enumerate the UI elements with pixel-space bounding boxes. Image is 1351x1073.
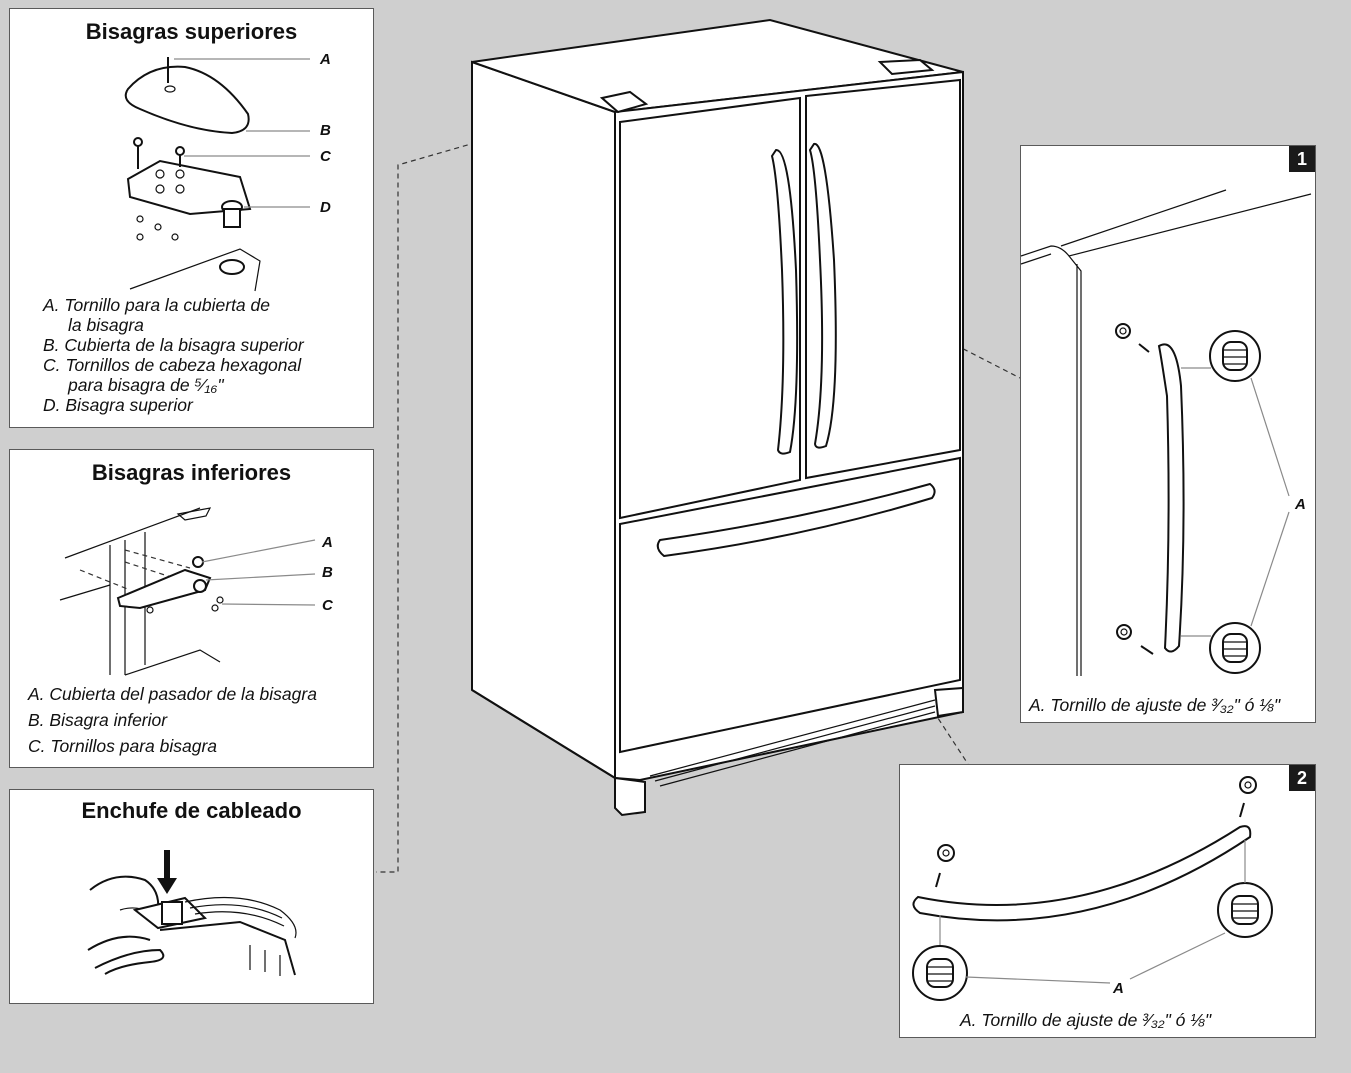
legend-item-c: C. Tornillos para bisagra: [28, 736, 218, 756]
detail-2-caption: A. Tornillo de ajuste de ³⁄₃₂" ó ⅛": [960, 1010, 1212, 1030]
top-callout-b: B: [320, 122, 331, 139]
legend-item-a: A. Tornillo para la cubierta de: [43, 295, 270, 315]
legend-item-d: D. Bisagra superior: [43, 395, 193, 415]
wiring-title: Enchufe de cableado: [81, 798, 302, 823]
drawer-handle-detail: [912, 776, 1273, 1001]
top-hinges-legend: A. Tornillo para la cubierta de la bisag…: [43, 295, 304, 415]
top-hinges-panel: Bisagras superiores A B C D: [9, 8, 374, 428]
bottom-hinges-legend: A. Cubierta del pasador de la bisagra B.…: [28, 681, 317, 759]
bottom-callout-a: A: [322, 534, 333, 551]
legend-item-a-cont: la bisagra: [68, 315, 144, 335]
top-hinges-title: Bisagras superiores: [85, 19, 298, 44]
detail-1-panel: 1 A A. Tornillo de ajuste de ³⁄₃₂" ó ⅛": [1020, 145, 1316, 723]
detail-1-caption: A. Tornillo de ajuste de ³⁄₃₂" ó ⅛": [1029, 695, 1281, 715]
step-1-badge: 1: [1289, 146, 1315, 172]
legend-item-b: B. Bisagra inferior: [28, 710, 168, 730]
detail-2-panel: 2 A A. Tornillo de ajuste de ³⁄₃₂" ó ⅛": [899, 764, 1316, 1038]
door-handle-detail: [1020, 189, 1312, 676]
legend-item-a: A. Cubierta del pasador de la bisagra: [28, 684, 317, 704]
bottom-callout-b: B: [322, 564, 333, 581]
bottom-hinges-panel: Bisagras inferiores A B C A. Cubierta de…: [9, 449, 374, 768]
bottom-hinges-title: Bisagras inferiores: [91, 460, 292, 485]
legend-item-b: B. Cubierta de la bisagra superior: [43, 335, 304, 355]
top-hinge-diagram: [124, 57, 310, 292]
top-callout-a: A: [320, 51, 331, 68]
top-callout-c: C: [320, 148, 331, 165]
step-2-badge: 2: [1289, 765, 1315, 791]
bottom-callout-c: C: [322, 597, 333, 614]
detail-2-callout-a: A: [1113, 980, 1124, 997]
bottom-hinge-diagram: [59, 507, 316, 676]
legend-item-c-cont: para bisagra de ⁵⁄₁₆": [68, 375, 224, 395]
top-callout-d: D: [320, 199, 331, 216]
wiring-panel: Enchufe de cableado: [9, 789, 374, 1004]
wiring-plug-diagram: [87, 850, 297, 976]
legend-item-c: C. Tornillos de cabeza hexagonal: [43, 355, 302, 375]
detail-1-callout-a: A: [1295, 496, 1306, 513]
